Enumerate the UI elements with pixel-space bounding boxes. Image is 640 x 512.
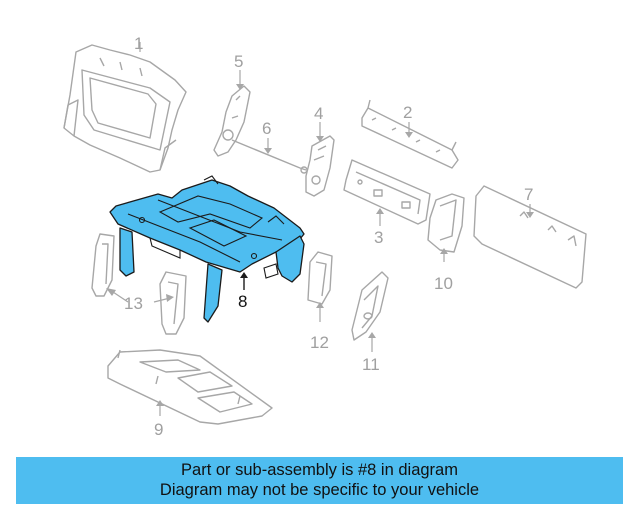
callout-9: 9 <box>154 420 163 439</box>
part-2-mounting-rail[interactable] <box>361 99 459 169</box>
part-1-seat-back-frame[interactable] <box>63 44 187 173</box>
part-12-small-bracket[interactable] <box>307 251 333 305</box>
part-6-release-cable[interactable] <box>231 139 308 174</box>
banner-line-2: Diagram may not be specific to your vehi… <box>159 481 480 499</box>
part-13-leg-covers[interactable] <box>91 233 187 335</box>
callout-12: 12 <box>310 333 329 352</box>
callout-1: 1 <box>134 34 143 53</box>
part-7-back-panel[interactable] <box>473 185 587 289</box>
callout-3: 3 <box>374 228 383 247</box>
callout-10: 10 <box>434 274 453 293</box>
part-5-recliner-bracket[interactable] <box>213 85 251 157</box>
callout-4: 4 <box>314 104 323 123</box>
callout-11: 11 <box>362 355 380 374</box>
part-8-seat-frame-highlighted[interactable] <box>109 175 305 323</box>
part-9-bottom-cover[interactable] <box>107 349 273 425</box>
callout-7: 7 <box>524 185 533 204</box>
banner-line-1: Part or sub-assembly is #8 in diagram <box>181 461 458 479</box>
callout-8: 8 <box>238 292 247 311</box>
part-4-side-bracket[interactable] <box>305 135 335 197</box>
callout-13: 13 <box>124 294 143 313</box>
callout-6: 6 <box>262 119 271 138</box>
callout-5: 5 <box>234 52 243 71</box>
info-banner: Part or sub-assembly is #8 in diagram Di… <box>16 457 623 504</box>
part-10-side-cover[interactable] <box>427 193 465 253</box>
callout-2: 2 <box>403 103 412 122</box>
parts-diagram: 1 5 6 4 2 3 <box>63 34 587 439</box>
part-3-cross-bracket[interactable] <box>343 159 431 225</box>
part-11-trim-cover[interactable] <box>351 271 389 341</box>
